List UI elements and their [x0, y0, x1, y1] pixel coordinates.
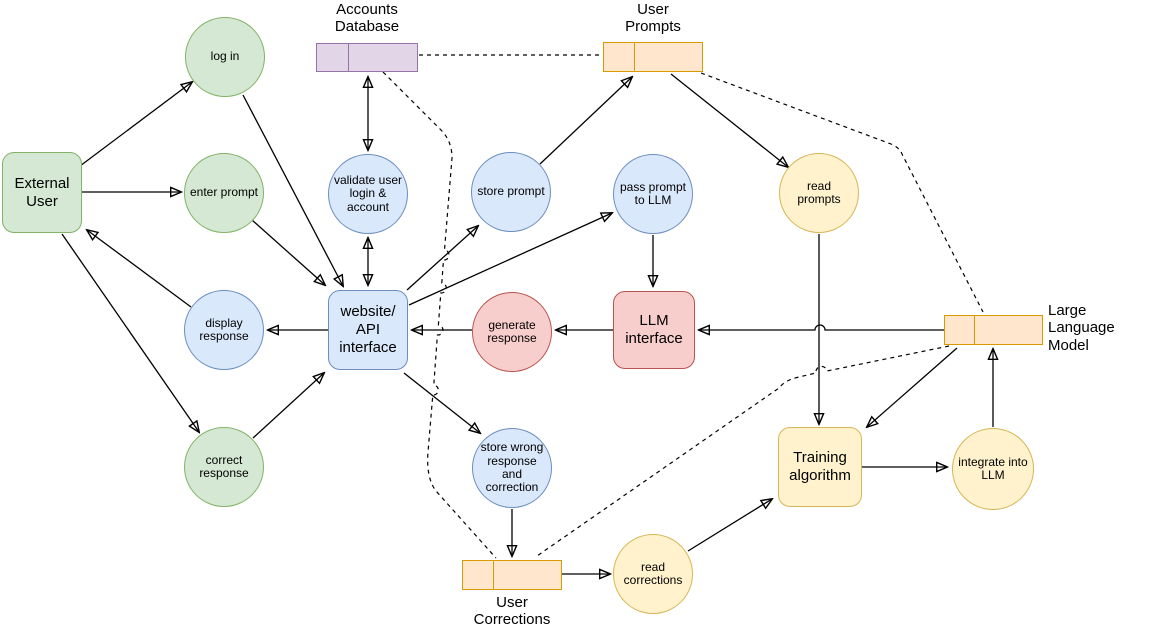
link-accounts-db-to-user-corrections: [382, 71, 497, 559]
process-log-in: log in: [185, 17, 265, 97]
store-divider: [634, 43, 636, 71]
edge-correct-response-to-website: [252, 373, 324, 439]
store-user-prompts: [603, 42, 703, 72]
process-correct-response: correct response: [184, 427, 264, 507]
edge-website-to-store-prompt: [406, 226, 478, 291]
edge-website-to-store-wrong: [403, 372, 480, 433]
edge-log-in-to-website: [242, 94, 343, 286]
edge-read-corrections-to-training: [687, 499, 772, 552]
store-user-prompts-label: User Prompts: [625, 1, 681, 36]
edge-llm-store-to-llm-interface: [699, 325, 944, 330]
process-enter-prompt-label: enter prompt: [189, 185, 259, 200]
process-store-wrong-response: store wrong response and correction: [472, 428, 552, 508]
process-generate-response: generate response: [472, 292, 552, 372]
process-website-api-interface: website/ API interface: [328, 290, 408, 370]
store-divider: [493, 561, 495, 589]
process-store-prompt: store prompt: [471, 152, 551, 232]
process-read-corrections-label: read corrections: [623, 559, 683, 587]
process-validate-user-login-label: validate user login & account: [333, 172, 403, 214]
process-pass-prompt-to-llm-label: pass prompt to LLM: [619, 179, 687, 207]
edge-llm-store-to-training: [867, 347, 958, 427]
entity-external-user: External User: [2, 152, 82, 233]
process-training-algorithm-label: Training algorithm: [789, 449, 851, 484]
edge-external-user-to-log-in: [79, 82, 192, 167]
edge-user-prompts-to-read-prompts: [670, 73, 788, 167]
process-validate-user-login: validate user login & account: [328, 154, 408, 234]
process-llm-interface-label: LLM interface: [625, 312, 683, 347]
process-read-prompts-label: read prompts: [797, 178, 841, 206]
link-user-prompts-to-llm-store: [700, 72, 984, 313]
process-generate-response-label: generate response: [487, 317, 537, 345]
process-read-prompts: read prompts: [779, 153, 859, 233]
edge-external-user-to-correct-response: [61, 233, 199, 432]
edge-website-to-pass-prompt: [408, 213, 612, 306]
process-store-prompt-label: store prompt: [477, 184, 545, 199]
link-llm-store-to-user-corrections: [536, 345, 950, 557]
process-pass-prompt-to-llm: pass prompt to LLM: [613, 154, 693, 234]
edge-enter-prompt-to-website: [251, 219, 325, 285]
process-log-in-label: log in: [210, 49, 240, 64]
process-enter-prompt: enter prompt: [184, 153, 264, 233]
store-user-corrections: [462, 560, 562, 590]
process-website-api-interface-label: website/ API interface: [339, 303, 397, 356]
process-read-corrections: read corrections: [613, 534, 693, 614]
store-divider: [974, 316, 976, 344]
store-accounts-database: [316, 43, 418, 72]
process-display-response: display response: [184, 290, 264, 370]
store-large-language-model-label: Large Language Model: [1048, 302, 1115, 354]
store-large-language-model: [944, 315, 1043, 345]
process-store-wrong-response-label: store wrong response and correction: [480, 440, 544, 495]
process-integrate-into-llm: integrate into LLM: [952, 428, 1034, 510]
process-correct-response-label: correct response: [199, 452, 249, 480]
store-divider: [348, 44, 350, 71]
process-integrate-into-llm-label: integrate into LLM: [958, 454, 1028, 482]
process-display-response-label: display response: [199, 315, 249, 343]
entity-external-user-label: External User: [14, 174, 70, 210]
process-llm-interface: LLM interface: [613, 291, 695, 369]
edge-display-response-to-external-user: [87, 230, 192, 308]
store-accounts-database-label: Accounts Database: [334, 1, 400, 36]
process-training-algorithm: Training algorithm: [778, 427, 862, 507]
edge-store-prompt-to-user-prompts: [539, 77, 632, 165]
store-user-corrections-label: User Corrections: [473, 594, 551, 629]
